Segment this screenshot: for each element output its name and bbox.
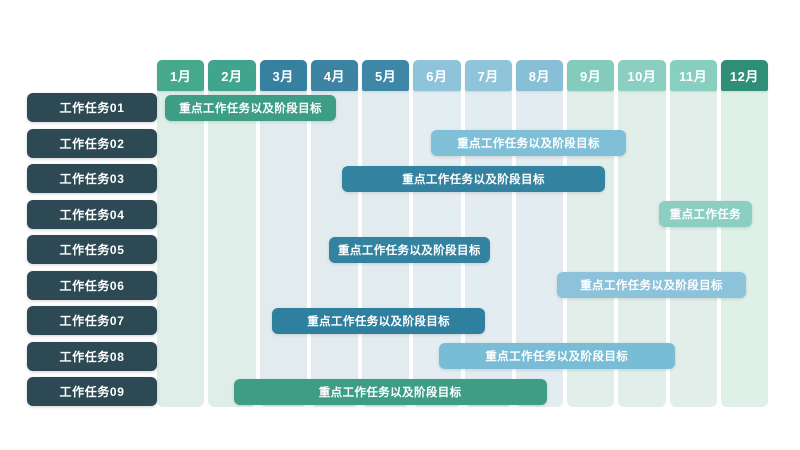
month-header-7月[interactable]: 7月 [464, 60, 512, 91]
month-header-10月[interactable]: 10月 [618, 60, 666, 91]
gantt-bar-8[interactable]: 重点工作任务以及阶段目标 [438, 343, 675, 369]
gantt-bar-5[interactable]: 重点工作任务以及阶段目标 [328, 236, 491, 263]
task-label-5[interactable]: 工作任务05 [27, 235, 157, 264]
month-header-8月[interactable]: 8月 [515, 60, 563, 91]
gantt-bar-4[interactable]: 重点工作任务 [659, 201, 752, 227]
gantt-bar-1[interactable]: 重点工作任务以及阶段目标 [164, 94, 337, 121]
task-label-4[interactable]: 工作任务04 [27, 199, 157, 229]
month-header-3月[interactable]: 3月 [259, 60, 307, 91]
task-label-1[interactable]: 工作任务01 [27, 93, 157, 122]
task-label-8[interactable]: 工作任务08 [27, 341, 157, 371]
column-background-2月 [208, 91, 256, 407]
task-label-2[interactable]: 工作任务02 [27, 128, 157, 158]
task-label-3[interactable]: 工作任务03 [27, 164, 157, 193]
column-background-12月 [720, 91, 768, 407]
month-header-6月[interactable]: 6月 [413, 60, 461, 91]
column-background-11月 [669, 91, 717, 407]
month-header-9月[interactable]: 9月 [567, 60, 615, 91]
gantt-bar-7[interactable]: 重点工作任务以及阶段目标 [272, 307, 485, 334]
month-header-12月[interactable]: 12月 [720, 60, 768, 91]
gantt-bar-9[interactable]: 重点工作任务以及阶段目标 [233, 378, 547, 405]
gantt-bar-6[interactable]: 重点工作任务以及阶段目标 [556, 272, 747, 298]
task-label-9[interactable]: 工作任务09 [27, 377, 157, 406]
gantt-bar-3[interactable]: 重点工作任务以及阶段目标 [341, 165, 606, 192]
month-header-4月[interactable]: 4月 [310, 60, 358, 91]
month-header-5月[interactable]: 5月 [362, 60, 410, 91]
column-background-3月 [259, 91, 307, 407]
month-header-11月[interactable]: 11月 [669, 60, 717, 91]
gantt-bar-2[interactable]: 重点工作任务以及阶段目标 [431, 130, 626, 156]
month-header-1月[interactable]: 1月 [157, 60, 205, 91]
task-label-6[interactable]: 工作任务06 [27, 270, 157, 300]
column-background-1月 [157, 91, 205, 407]
month-header-2月[interactable]: 2月 [208, 60, 256, 91]
task-label-7[interactable]: 工作任务07 [27, 306, 157, 335]
